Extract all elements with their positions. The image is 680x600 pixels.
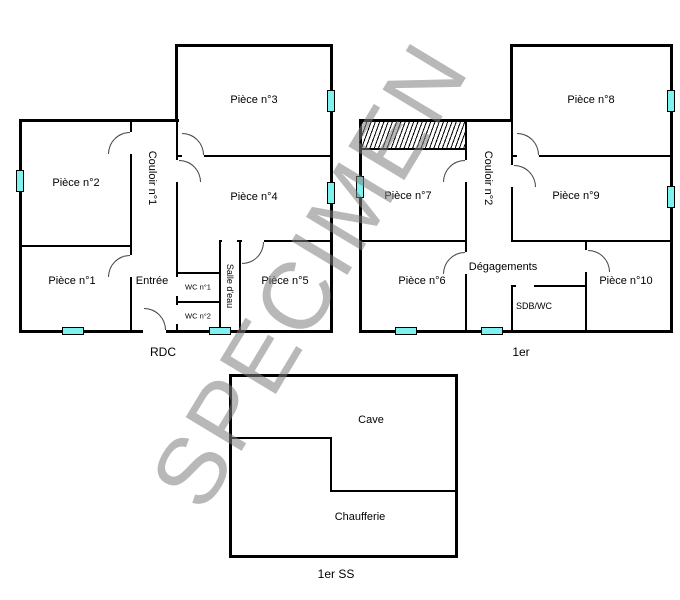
rdc-wall-p4-bottom — [219, 240, 332, 242]
door-gap-piece3 — [182, 154, 204, 158]
room-label-wc2: WC n°2 — [185, 311, 211, 321]
rdc-wall-salledeau-left — [219, 240, 221, 332]
plan-caption-1er: 1er — [512, 345, 530, 359]
room-label-chaufferie: Chaufferie — [334, 511, 386, 523]
door-gap-piece1 — [129, 255, 133, 277]
door-gap-piece8 — [517, 154, 539, 158]
rdc-wall-p3-p4 — [176, 155, 332, 157]
door-arc-piece6 — [443, 252, 465, 274]
rdc-wall-bottom — [19, 330, 333, 333]
et1-window-piece9 — [667, 186, 675, 208]
door-arc-piece4 — [179, 160, 201, 182]
room-label-couloir1: Couloir n°1 — [146, 150, 158, 206]
ss-wall-divider-vertical — [330, 437, 332, 492]
rdc-wall-left — [19, 119, 22, 333]
rdc-wall-wc-top — [176, 272, 220, 274]
et1-wall-top-left — [359, 119, 513, 122]
door-arc-piece1 — [108, 255, 130, 277]
et1-window-degagements — [481, 327, 503, 335]
et1-wall-left — [359, 119, 362, 333]
et1-wall-bottom — [359, 330, 673, 333]
room-label-piece8: Pièce n°8 — [567, 94, 615, 106]
door-gap-wc1 — [175, 277, 179, 296]
door-arc-piece10 — [588, 250, 610, 272]
door-gap-salledeau — [222, 239, 237, 243]
ss-wall-top — [229, 374, 458, 377]
room-label-salledeau: Salle d'eau — [225, 263, 235, 309]
rdc-wall-piece3-left — [175, 44, 178, 122]
et1-wall-piece8-top — [510, 44, 673, 47]
rdc-window-piece4 — [327, 182, 335, 204]
rdc-wall-p1-p2 — [19, 245, 132, 247]
door-gap-piece4 — [175, 160, 179, 182]
rdc-window-piece3 — [327, 90, 335, 112]
door-arc-piece5 — [242, 242, 264, 264]
rdc-wall-wc-divider — [176, 301, 220, 303]
rdc-window-salledeau — [209, 327, 231, 335]
rdc-wall-couloir-right — [176, 122, 178, 331]
rdc-wall-couloir-left — [130, 121, 132, 331]
door-arc-piece9 — [514, 165, 536, 187]
door-gap-piece9 — [510, 165, 514, 187]
plan-caption-1er-ss: 1er SS — [317, 567, 355, 581]
rdc-window-piece2 — [16, 170, 24, 192]
room-label-piece7: Pièce n°7 — [384, 190, 432, 202]
door-gap-piece2 — [129, 132, 133, 154]
door-arc-piece8 — [517, 133, 539, 155]
room-label-piece6: Pièce n°6 — [398, 275, 446, 287]
room-label-piece10: Pièce n°10 — [599, 275, 653, 287]
stairs-hatch — [362, 122, 465, 148]
et1-wall-sdb-top — [511, 285, 587, 287]
room-label-cave: Cave — [358, 414, 384, 426]
et1-wall-p8-p9 — [511, 155, 672, 157]
door-gap-piece7 — [464, 160, 468, 182]
room-label-degagements: Dégagements — [468, 261, 538, 273]
et1-wall-stairs-bottom — [362, 148, 467, 150]
door-arc-piece7 — [443, 160, 465, 182]
et1-wall-sdb-left — [511, 285, 513, 331]
room-label-piece5: Pièce n°5 — [261, 275, 309, 287]
door-arc-piece3 — [182, 133, 204, 155]
door-arc-entree — [144, 308, 166, 330]
ss-wall-right — [455, 374, 458, 558]
ss-wall-left — [229, 374, 232, 558]
et1-window-piece6 — [395, 327, 417, 335]
plan-caption-rdc: RDC — [150, 345, 176, 359]
room-label-piece1: Pièce n°1 — [48, 275, 96, 287]
ss-wall-divider-right — [330, 490, 457, 492]
room-label-couloir2: Couloir n°2 — [482, 150, 494, 206]
room-label-piece4: Pièce n°4 — [230, 191, 278, 203]
door-arc-piece2 — [108, 132, 130, 154]
et1-window-piece7 — [356, 176, 364, 198]
ss-wall-divider-left — [229, 437, 332, 439]
room-label-piece9: Pièce n°9 — [552, 190, 600, 202]
door-gap-piece10 — [584, 250, 588, 272]
room-label-piece2: Pièce n°2 — [52, 177, 100, 189]
room-label-piece3: Pièce n°3 — [230, 94, 278, 106]
door-gap-entree — [143, 329, 166, 334]
et1-window-piece8 — [667, 90, 675, 112]
et1-wall-p7-p6 — [362, 240, 467, 242]
rdc-wall-salledeau-right — [239, 240, 241, 332]
room-label-wc1: WC n°1 — [185, 282, 211, 292]
et1-wall-couloir-left — [465, 121, 467, 331]
door-gap-wc2 — [175, 305, 179, 324]
ss-wall-bottom — [229, 555, 458, 558]
rdc-wall-piece3-top — [175, 44, 333, 47]
rdc-window-piece1 — [62, 327, 84, 335]
et1-wall-p9-bottom — [511, 240, 672, 242]
door-gap-sdbwc — [516, 284, 534, 288]
door-gap-piece6 — [464, 252, 468, 274]
room-label-sdbwc: SDB/WC — [516, 301, 552, 311]
door-gap-piece5 — [242, 239, 264, 243]
rdc-wall-top-left — [19, 119, 179, 122]
room-label-entree: Entrée — [135, 275, 169, 287]
et1-wall-piece8-left — [510, 44, 513, 122]
